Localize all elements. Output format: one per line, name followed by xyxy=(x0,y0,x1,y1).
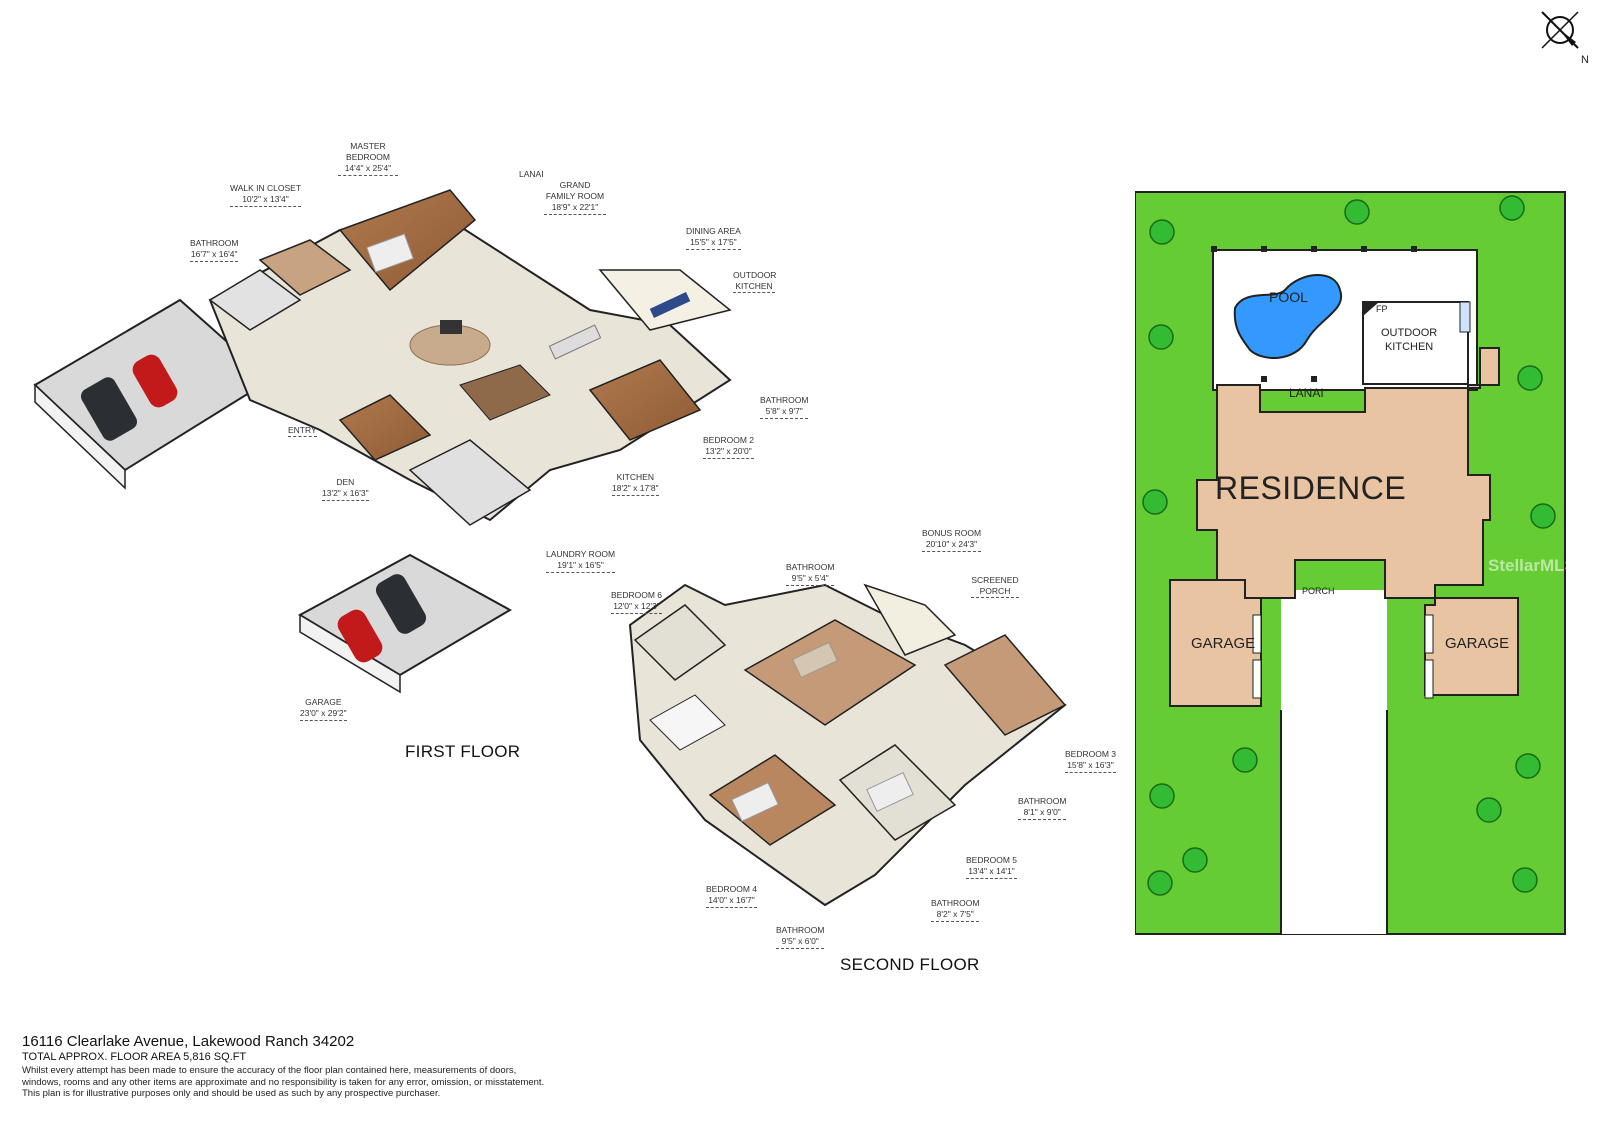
site-lanai-label: LANAI xyxy=(1289,386,1324,400)
label-bedroom-3: BEDROOM 3 15'8" x 16'3" xyxy=(1065,749,1117,773)
label-walk-in-closet: WALK IN CLOSET 10'2" x 13'4" xyxy=(230,183,302,207)
site-pool-label: POOL xyxy=(1269,289,1308,305)
label-screened-porch: SCREENED PORCH xyxy=(971,575,1019,598)
site-outdoor-kitchen-line-1: OUTDOOR xyxy=(1381,327,1438,339)
label-master-bedroom: MASTER BEDROOM 14'4" x 25'4" xyxy=(338,141,398,176)
label-bathroom-sf-1: BATHROOM 9'5" x 5'4" xyxy=(786,562,835,586)
first-floor-plan xyxy=(33,189,732,694)
label-bedroom-5: BEDROOM 5 13'4" x 14'1" xyxy=(966,855,1018,879)
label-bedroom-2: BEDROOM 2 13'2" x 20'0" xyxy=(703,435,755,459)
disclaimer: Whilst every attempt has been made to en… xyxy=(22,1065,642,1100)
label-bathroom-1: BATHROOM 16'7" x 16'4" xyxy=(190,238,239,262)
label-entry: ENTRY xyxy=(288,425,317,437)
label-grand-family-room: GRAND FAMILY ROOM 18'9" x 22'1" xyxy=(544,180,606,215)
site-left-garage-label: GARAGE xyxy=(1191,635,1256,652)
site-outdoor-kitchen-line-2: KITCHEN xyxy=(1384,341,1434,353)
bedroom-2-floor xyxy=(588,359,702,441)
label-bedroom-6: BEDROOM 6 12'0" x 12'3" xyxy=(611,590,663,614)
label-bathroom-sf-4: BATHROOM 9'5" x 6'0" xyxy=(776,925,825,949)
label-kitchen: KITCHEN 18'2" x 17'8" xyxy=(612,472,659,496)
second-floor-plan xyxy=(628,583,1067,907)
bedroom-3-floor xyxy=(943,634,1067,736)
label-dining-area: DINING AREA 15'5" x 17'5" xyxy=(686,226,741,250)
second-floor-title: SECOND FLOOR xyxy=(840,955,980,974)
disclaimer-line-3: This plan is for illustrative purposes o… xyxy=(22,1088,441,1099)
left-garage xyxy=(1169,579,1262,707)
compass-icon xyxy=(1541,11,1579,49)
label-bathroom-sf-3: BATHROOM 8'2" x 7'5" xyxy=(931,898,980,922)
label-bonus-room: BONUS ROOM 20'10" x 24'3" xyxy=(922,528,982,552)
tree-icons xyxy=(1142,195,1556,896)
label-bathroom-sf-2: BATHROOM 8'1" x 9'0" xyxy=(1018,796,1067,820)
footer: 16116 Clearlake Avenue, Lakewood Ranch 3… xyxy=(22,1033,642,1100)
disclaimer-line-2: windows, rooms and any other items are a… xyxy=(22,1076,545,1088)
compass-north-label: N xyxy=(1581,54,1589,66)
label-outdoor-kitchen: OUTDOOR KITCHEN xyxy=(733,270,777,293)
label-bedroom-4: BEDROOM 4 14'0" x 16'7" xyxy=(706,884,758,908)
label-lanai: LANAI xyxy=(519,169,544,179)
bonus-room-floor xyxy=(743,619,917,726)
site-right-garage-label: GARAGE xyxy=(1445,635,1510,652)
residence-footprint xyxy=(1196,347,1500,599)
site-plan: POOL FP OUTDOOR KITCHEN LANAI RESIDENCE … xyxy=(1134,190,1567,938)
compass: N xyxy=(1538,8,1590,68)
label-bathroom-2: BATHROOM 5'8" x 9'7" xyxy=(760,395,809,419)
label-den: DEN 13'2" x 16'3" xyxy=(322,477,369,501)
site-fp-label: FP xyxy=(1376,304,1388,314)
driveway xyxy=(1281,590,1387,934)
pool-shape xyxy=(1233,274,1343,360)
site-plan-drawing xyxy=(1134,191,1566,935)
den-floor xyxy=(338,394,432,461)
first-floor-title: FIRST FLOOR xyxy=(405,742,521,761)
label-garage: GARAGE 23'0" x 29'2" xyxy=(300,697,347,721)
disclaimer-line-1: Whilst every attempt has been made to en… xyxy=(22,1065,517,1076)
site-residence-label: RESIDENCE xyxy=(1215,470,1407,506)
floor-area: TOTAL APPROX. FLOOR AREA 5,816 SQ.FT xyxy=(22,1051,247,1063)
site-outdoor-kitchen-label: OUTDOOR KITCHEN xyxy=(1381,326,1437,354)
address: 16116 Clearlake Avenue, Lakewood Ranch 3… xyxy=(22,1033,355,1050)
label-laundry-room: LAUNDRY ROOM 19'1" x 16'5" xyxy=(546,549,616,573)
site-porch-label: PORCH xyxy=(1302,586,1335,596)
watermark: StellarMLS xyxy=(1488,556,1576,575)
